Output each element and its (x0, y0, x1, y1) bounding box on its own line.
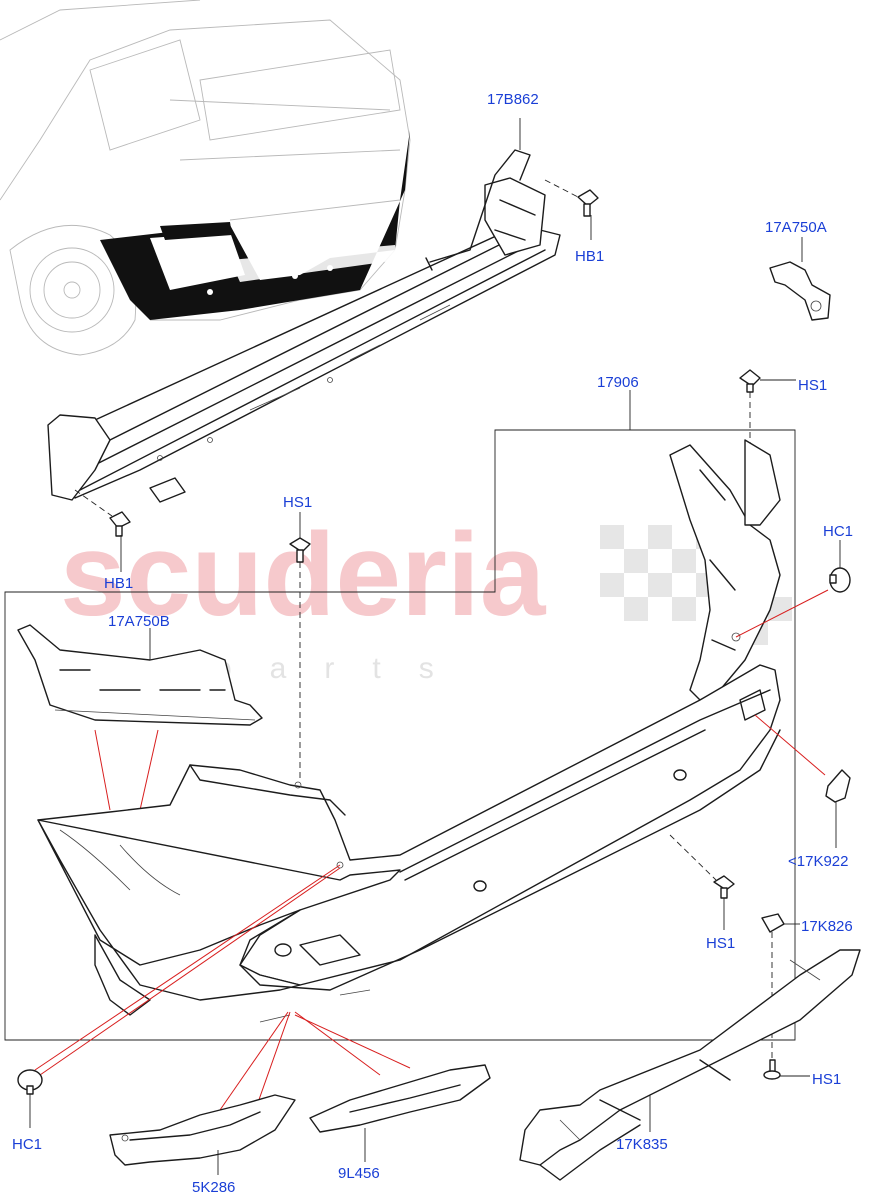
screw-hs1-bottomright-icon (763, 1059, 781, 1080)
label-17k835: 17K835 (616, 1136, 668, 1153)
clip-hs1-topright-icon (739, 369, 761, 393)
vehicle-reference-sketch (0, 0, 411, 356)
trim-9l456 (309, 1064, 491, 1133)
reflector-5k286 (109, 1094, 296, 1166)
label-hs1-topright: HS1 (798, 377, 827, 394)
bolt-hb1-top-icon (577, 189, 599, 217)
label-hb1-left: HB1 (104, 575, 133, 592)
label-17a750a: 17A750A (765, 219, 827, 236)
watermark: scuderia parts (60, 509, 792, 685)
label-hs1-center: HS1 (283, 494, 312, 511)
bumper-reinforcement-beam (47, 149, 561, 503)
label-hs1-lower: HS1 (706, 935, 735, 952)
label-5k286: 5K286 (192, 1179, 235, 1196)
label-17a750b: 17A750B (108, 613, 170, 630)
label-hs1-bottomright: HS1 (812, 1071, 841, 1088)
diffuser-17k835 (519, 949, 861, 1181)
cap-hc1-right-icon (829, 567, 851, 593)
cover-17k922 (825, 769, 851, 803)
bracket-17a750b (17, 624, 263, 726)
label-hb1-top: HB1 (575, 248, 604, 265)
label-hc1-left: HC1 (12, 1136, 42, 1153)
bolt-hb1-left-icon (109, 511, 131, 537)
cap-hc1-left-icon (17, 1069, 43, 1095)
clip-hs1-lower-icon (713, 875, 735, 899)
assembly-outline (4, 429, 796, 1041)
label-17k826: 17K826 (801, 918, 853, 935)
clip-17k826-icon (761, 913, 785, 933)
watermark-sub: parts (215, 652, 472, 685)
label-17906: 17906 (597, 374, 639, 391)
side-bracket-right (669, 439, 781, 701)
label-17k922: <17K922 (788, 853, 848, 870)
bracket-17a750a (769, 261, 831, 321)
label-hc1-right: HC1 (823, 523, 853, 540)
rear-bumper-cover (37, 664, 781, 1023)
watermark-main: scuderia (60, 509, 547, 641)
label-9l456: 9L456 (338, 1165, 380, 1182)
label-17b862: 17B862 (487, 91, 539, 108)
